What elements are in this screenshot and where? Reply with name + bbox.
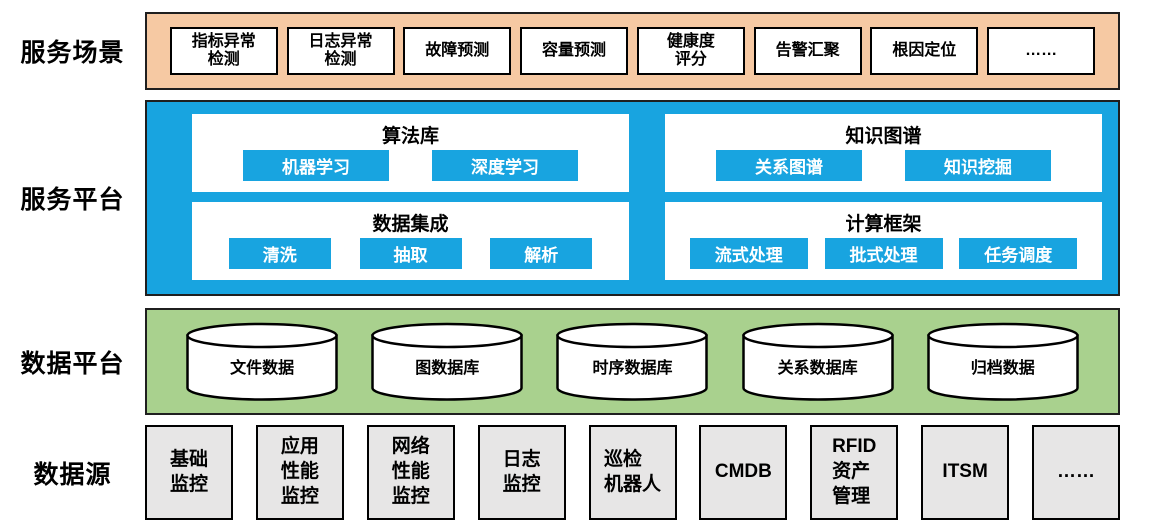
scenario-box-root-cause-location: 根因定位 <box>870 27 979 75</box>
scenario-label: 告警汇聚 <box>775 41 840 59</box>
source-box-rfid-asset-management: RFID 资产 管理 <box>810 425 899 520</box>
scenario-box-metric-anomaly-detection: 指标异常 检测 <box>169 27 278 75</box>
chip-extraction: 抽取 <box>359 237 462 269</box>
scenario-label: 健康度 评分 <box>666 32 715 68</box>
chip-knowledge-mining: 知识挖掘 <box>905 149 1051 181</box>
platform-band: 算法库 机器学习 深度学习 知识图谱 关系图谱 知识挖掘 数据集成 清洗 抽取 <box>145 100 1120 296</box>
database-cylinder-icon <box>741 322 894 401</box>
db-timeseries-database: 时序数据库 <box>554 322 710 402</box>
layer-label-scenarios: 服务场景 <box>20 39 125 67</box>
scenario-box-fault-prediction: 故障预测 <box>403 27 512 75</box>
panel-title: 数据集成 <box>372 214 449 235</box>
database-cylinder-icon <box>556 322 709 401</box>
scenario-label: 容量预测 <box>542 41 607 59</box>
layer-data-platform: 数据平台 文件数据 图数据库 <box>0 308 1159 415</box>
panel-chips: 清洗 抽取 解析 <box>200 236 621 270</box>
source-label: 基础 监控 <box>169 448 208 495</box>
database-cylinder-icon <box>371 322 524 401</box>
source-label: RFID 资产 管理 <box>832 436 877 507</box>
layer-label-platform: 服务平台 <box>20 186 125 214</box>
source-label: 日志 监控 <box>502 448 541 495</box>
chip-machine-learning: 机器学习 <box>243 149 389 181</box>
source-label: ITSM <box>942 461 988 483</box>
panel-algorithm-library: 算法库 机器学习 深度学习 <box>192 114 629 192</box>
source-box-itsm: ITSM <box>921 425 1010 520</box>
chip-relation-graph: 关系图谱 <box>716 149 862 181</box>
layer-sources: 数据源 基础 监控 应用 性能 监控 网络 性能 监控 日志 监控 巡检 机器人… <box>0 425 1159 520</box>
source-box-basic-monitoring: 基础 监控 <box>145 425 233 520</box>
source-box-log-monitoring: 日志 监控 <box>477 425 566 520</box>
source-label: CMDB <box>714 461 772 483</box>
chip-cleaning: 清洗 <box>228 237 331 269</box>
panel-chips: 流式处理 批式处理 任务调度 <box>673 236 1094 270</box>
panel-chips: 关系图谱 知识挖掘 <box>673 148 1094 182</box>
scenario-label: 根因定位 <box>892 41 957 59</box>
db-archive-data: 归档数据 <box>925 322 1081 402</box>
scenario-label: 故障预测 <box>425 41 490 59</box>
sources-strip: 基础 监控 应用 性能 监控 网络 性能 监控 日志 监控 巡检 机器人 CMD… <box>145 425 1120 520</box>
source-label: 网络 性能 监控 <box>391 436 430 507</box>
source-box-network-performance-monitoring: 网络 性能 监控 <box>366 425 455 520</box>
db-graph-database: 图数据库 <box>369 322 525 402</box>
panel-chips: 机器学习 深度学习 <box>200 148 621 182</box>
source-box-cmdb: CMDB <box>699 425 788 520</box>
layer-platform: 服务平台 算法库 机器学习 深度学习 知识图谱 关系图谱 知识挖掘 数据集成 <box>0 100 1159 296</box>
panel-title: 计算框架 <box>845 214 922 235</box>
source-label: …… <box>1057 461 1095 483</box>
scenario-box-log-anomaly-detection: 日志异常 检测 <box>286 27 395 75</box>
scenario-label: …… <box>1025 41 1058 59</box>
panel-title: 算法库 <box>381 126 439 147</box>
scenario-box-alarm-aggregation: 告警汇聚 <box>753 27 862 75</box>
scenario-box-capacity-prediction: 容量预测 <box>520 27 629 75</box>
panel-knowledge-graph: 知识图谱 关系图谱 知识挖掘 <box>665 114 1102 192</box>
source-label: 巡检 机器人 <box>603 448 661 495</box>
database-label: 关系数据库 <box>777 359 858 377</box>
source-box-more: …… <box>1032 425 1120 520</box>
database-cylinder-icon <box>186 322 338 401</box>
layer-label-data-platform: 数据平台 <box>20 349 125 378</box>
data-platform-band: 文件数据 图数据库 时序数据库 <box>145 308 1120 415</box>
panel-title: 知识图谱 <box>845 126 922 147</box>
chip-task-scheduling: 任务调度 <box>959 237 1078 269</box>
db-file-data: 文件数据 <box>184 322 340 402</box>
chip-stream-processing: 流式处理 <box>689 237 808 269</box>
layer-label-sources: 数据源 <box>33 460 112 489</box>
source-box-app-performance-monitoring: 应用 性能 监控 <box>255 425 344 520</box>
database-label: 文件数据 <box>230 359 295 377</box>
chip-batch-processing: 批式处理 <box>824 237 943 269</box>
database-cylinder-icon <box>927 322 1079 401</box>
scenarios-band: 指标异常 检测 日志异常 检测 故障预测 容量预测 健康度 评分 告警汇聚 根因… <box>145 12 1120 90</box>
database-label: 图数据库 <box>415 359 480 377</box>
database-label: 归档数据 <box>970 359 1035 377</box>
source-box-inspection-robot: 巡检 机器人 <box>588 425 677 520</box>
panel-computing-framework: 计算框架 流式处理 批式处理 任务调度 <box>665 202 1102 280</box>
panel-data-integration: 数据集成 清洗 抽取 解析 <box>192 202 629 280</box>
scenario-label: 日志异常 检测 <box>308 32 373 68</box>
scenario-box-more: …… <box>987 27 1096 75</box>
chip-parsing: 解析 <box>490 237 593 269</box>
chip-deep-learning: 深度学习 <box>432 149 578 181</box>
scenario-box-health-score: 健康度 评分 <box>636 27 745 75</box>
db-relational-database: 关系数据库 <box>740 322 896 402</box>
scenario-label: 指标异常 检测 <box>191 32 256 68</box>
database-label: 时序数据库 <box>592 359 673 377</box>
source-label: 应用 性能 监控 <box>280 436 319 507</box>
layer-scenarios: 服务场景 指标异常 检测 日志异常 检测 故障预测 容量预测 健康度 评分 告警… <box>0 12 1159 90</box>
